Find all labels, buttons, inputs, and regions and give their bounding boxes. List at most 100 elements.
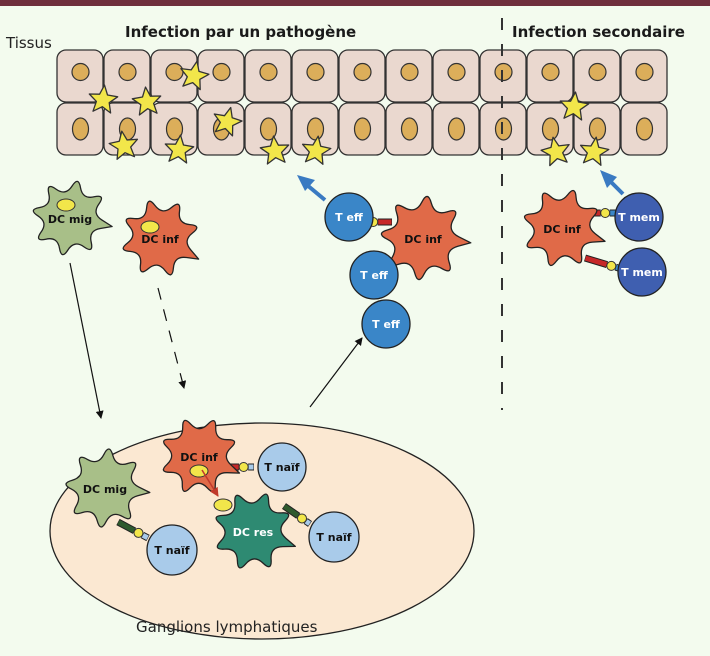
- nucleus: [541, 117, 560, 141]
- dc-res-lymph-label: DC res: [233, 526, 274, 539]
- nucleus: [400, 62, 419, 82]
- t-naif-3-body: [308, 511, 360, 563]
- antigen-peptide: [606, 260, 617, 271]
- dc-inf-effector: DC inf: [380, 195, 472, 281]
- t-naif-3: T naïf: [308, 511, 360, 563]
- tcr-receptor: [141, 533, 149, 540]
- nucleus: [494, 117, 513, 141]
- nucleus: [212, 62, 231, 82]
- antigen-granule: [56, 198, 76, 212]
- nucleus: [353, 62, 372, 82]
- antigen-peptide: [133, 527, 144, 538]
- dc-inf-secondary-label: DC inf: [543, 223, 581, 236]
- pathogen-star: [540, 136, 570, 167]
- dc-mig-lymph: DC mig: [65, 448, 151, 528]
- pathogen-star: [131, 86, 162, 116]
- pathogen-star: [164, 134, 195, 164]
- antigen-granule: [213, 498, 233, 512]
- dc-inf-migration-arrow: [157, 287, 187, 389]
- dc-res-lymph-body: [215, 493, 296, 569]
- nucleus: [353, 117, 372, 141]
- tcr-receptor: [304, 519, 312, 526]
- antigen-peptide: [296, 513, 307, 524]
- mhc-rod: [584, 255, 608, 267]
- t-eff-1-label: T eff: [335, 211, 363, 224]
- t-eff-2: T eff: [349, 250, 399, 300]
- nucleus: [71, 117, 90, 141]
- pathogen-star: [559, 91, 590, 121]
- secondary-infection-title: Infection secondaire: [512, 23, 685, 41]
- nucleus: [259, 62, 278, 82]
- antigen-granule: [189, 464, 209, 478]
- dc-inf-secondary-body: [523, 189, 606, 267]
- pathogen-star: [213, 106, 243, 137]
- nucleus: [447, 117, 466, 141]
- t-eff-2-label: T eff: [360, 269, 388, 282]
- t-mem-1-body: [614, 192, 664, 242]
- t-naif-1-body: [257, 442, 307, 492]
- dc-inf-tissue-label: DC inf: [141, 233, 179, 246]
- nucleus: [165, 117, 184, 141]
- nucleus: [588, 117, 607, 141]
- t-mem-2-label: T mem: [621, 266, 663, 279]
- t-eff-arrow: [297, 175, 327, 202]
- nucleus: [306, 62, 325, 82]
- dc-res-lymph: DC res: [213, 493, 296, 569]
- t-eff-1-body: [324, 192, 374, 242]
- mhc-rod: [282, 504, 300, 518]
- dc-inf-lymph-label: DC inf: [180, 451, 218, 464]
- dc-inf-secondary: DC inf: [523, 189, 606, 267]
- nucleus: [306, 117, 325, 141]
- t-mem-1: T mem: [614, 192, 664, 242]
- dc-inf-tissue: DC inf: [122, 200, 200, 276]
- pathogen-star: [180, 60, 210, 91]
- nucleus: [588, 62, 607, 82]
- t-eff-1: T eff: [324, 192, 374, 242]
- dc-inf-effector-body: [380, 195, 472, 281]
- dc-mig-migration-arrow: [69, 262, 104, 419]
- pathogen-star: [301, 135, 332, 165]
- antigen-transfer-arrow: [201, 469, 219, 497]
- immune-synapse: [282, 503, 312, 527]
- pathogen-star: [108, 130, 139, 160]
- dc-mig-tissue-label: DC mig: [48, 213, 92, 226]
- dc-inf-tissue-body: [122, 200, 200, 276]
- t-naif-1-label: T naïf: [264, 461, 299, 474]
- immune-synapse: [116, 518, 150, 542]
- pathogen-star: [88, 84, 119, 114]
- dc-mig-lymph-body: [65, 448, 151, 528]
- dc-inf-effector-label: DC inf: [404, 233, 442, 246]
- t-naif-3-label: T naïf: [316, 531, 351, 544]
- t-naif-2-body: [146, 524, 198, 576]
- t-mem-2: T mem: [617, 247, 667, 297]
- nucleus: [635, 62, 654, 82]
- primary-infection-title: Infection par un pathogène: [125, 23, 356, 41]
- tissue-label: Tissus: [5, 34, 52, 52]
- nucleus: [635, 117, 654, 141]
- pathogen-star: [579, 136, 610, 166]
- nucleus: [541, 62, 560, 82]
- t-eff-3: T eff: [361, 299, 411, 349]
- pathogens: [88, 60, 610, 167]
- top-bar: [0, 0, 710, 6]
- t-eff-3-body: [361, 299, 411, 349]
- nucleus: [71, 62, 90, 82]
- t-eff-2-body: [349, 250, 399, 300]
- mhc-rod: [117, 520, 136, 533]
- t-naif-1: T naïf: [257, 442, 307, 492]
- t-eff-3-label: T eff: [372, 318, 400, 331]
- nucleus: [118, 62, 137, 82]
- t-naif-2: T naïf: [146, 524, 198, 576]
- dc-mig-tissue: DC mig: [32, 180, 113, 256]
- t-mem-1-label: T mem: [618, 211, 660, 224]
- antigen-granule: [140, 220, 160, 234]
- t-mem-2-body: [617, 247, 667, 297]
- dc-inf-lymph: DC inf: [162, 419, 241, 493]
- nucleus: [447, 62, 466, 82]
- dc-mig-tissue-body: [32, 180, 113, 256]
- nucleus: [494, 62, 513, 82]
- antigen-peptide: [238, 462, 249, 472]
- lymph-node-label: Ganglions lymphatiques: [136, 618, 318, 636]
- t-mem-arrow: [600, 170, 625, 196]
